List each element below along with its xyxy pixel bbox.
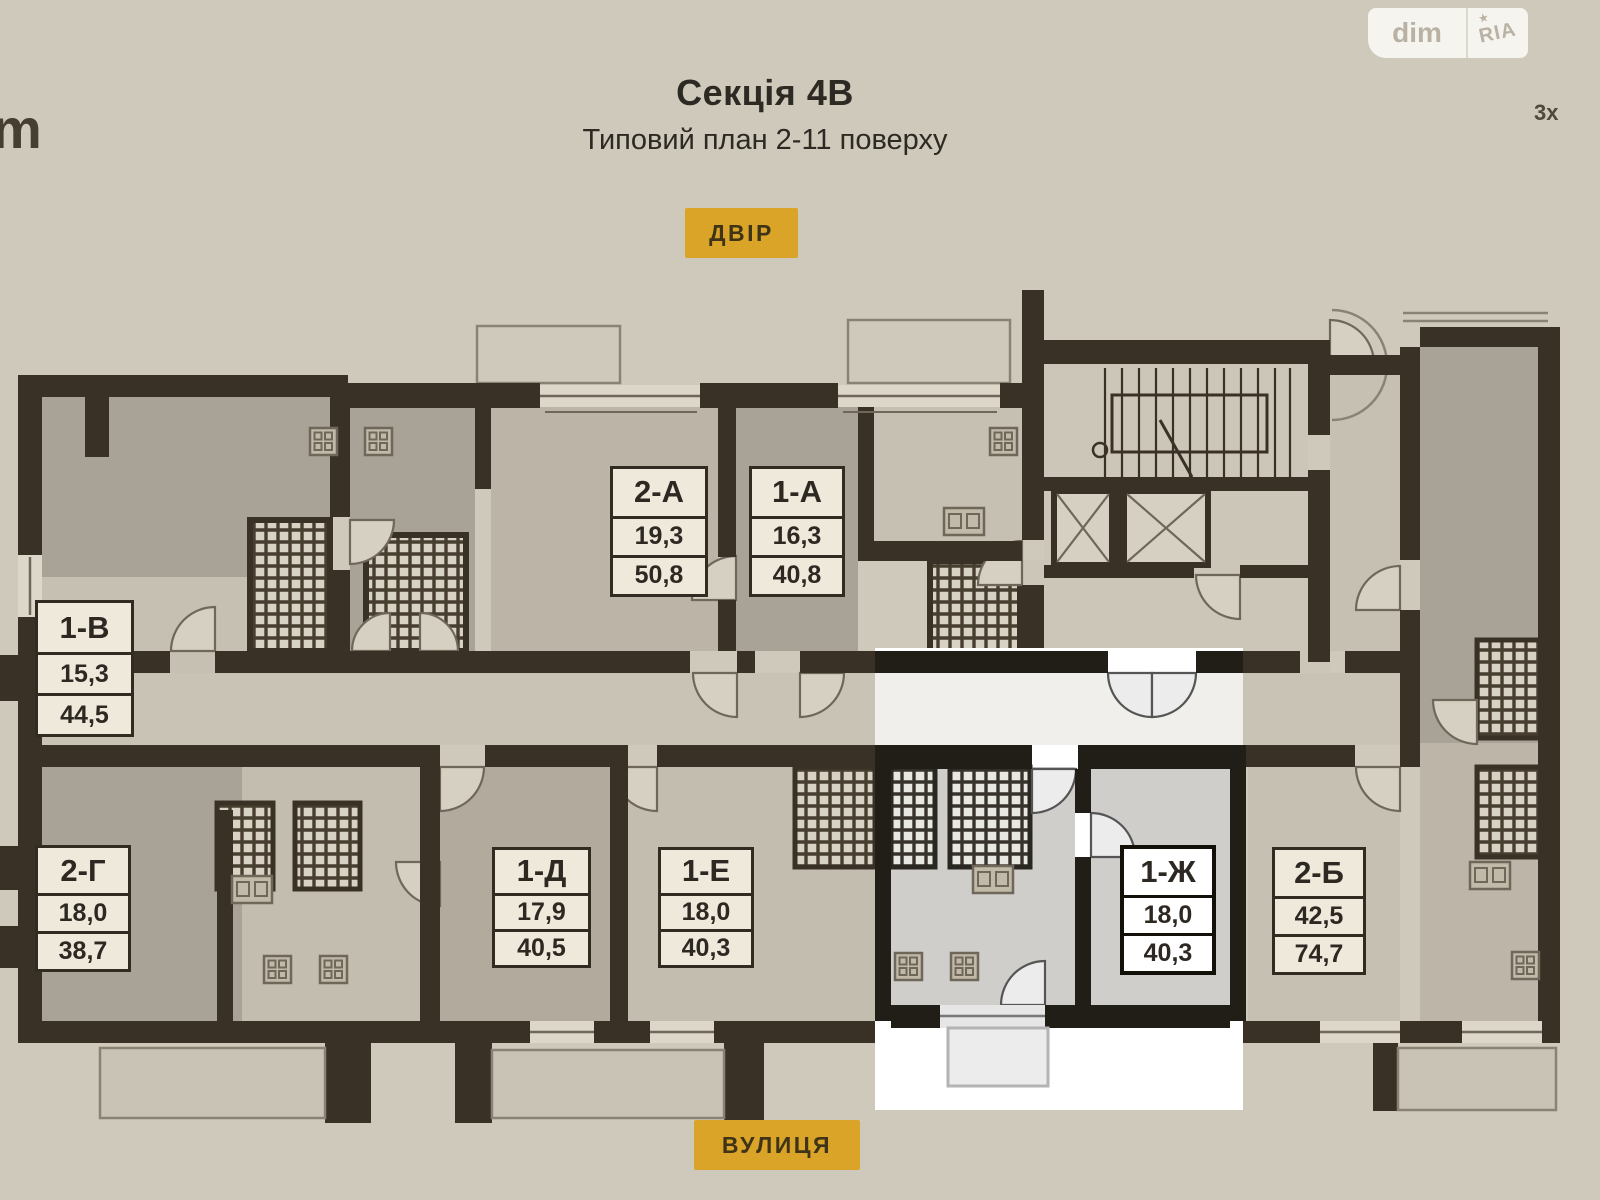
apartment-total-area: 40,5 [517,933,566,962]
apartment-total-area: 44,5 [60,700,109,729]
street-badge: ВУЛИЦЯ [694,1120,860,1170]
apartment-total-area: 40,3 [681,933,731,962]
apartment-label-1v[interactable]: 1-В 15,3 44,5 [35,600,134,737]
windows [18,385,1542,1043]
balcony-outlines-top [475,308,1548,422]
apartment-label-1a[interactable]: 1-А 16,3 40,8 [749,466,845,597]
apartment-living-area: 18,0 [1124,898,1212,936]
apartment-code: 2-Г [38,848,128,897]
dim-ria-logo[interactable]: dim ★ RIA [1368,8,1528,58]
apartment-living-area: 42,5 [1275,899,1363,937]
watermark-left: m [0,97,42,160]
elevator-icons [1051,488,1211,568]
apartment-total-area: 50,8 [634,561,684,590]
apartment-code: 1-Е [661,850,751,896]
apartment-code: 1-А [752,469,842,519]
apartment-code: 1-Ж [1124,849,1212,898]
apartment-living-area: 15,3 [38,655,131,697]
apartment-code: 2-Б [1275,850,1363,899]
logo-ria-cell: ★ RIA [1468,8,1528,58]
courtyard-badge: ДВІР [685,208,798,258]
apartment-code: 2-А [613,469,705,519]
apartment-living-area: 16,3 [752,519,842,558]
apartment-label-2g[interactable]: 2-Г 18,0 38,7 [35,845,131,972]
apartment-code: 1-В [38,603,131,656]
apartment-total-area: 74,7 [1294,939,1344,968]
apartment-label-1d[interactable]: 1-Д 17,9 40,5 [492,847,591,968]
apartment-label-2a[interactable]: 2-А 19,3 50,8 [610,466,708,597]
watermark-3x: 3x [1534,100,1559,125]
apartment-total-area: 40,8 [772,561,822,590]
apartment-living-area: 17,9 [495,896,588,932]
balconies-bottom [98,1046,1558,1120]
page-title: Секція 4В [676,72,854,113]
apartment-total-area: 40,3 [1143,938,1193,967]
apartment-living-area: 18,0 [38,896,128,935]
apartment-label-1zh-selected[interactable]: 1-Ж 18,0 40,3 [1120,845,1216,975]
stairs-icon [1091,368,1292,478]
apartment-code: 1-Д [495,850,588,896]
apartment-label-2b[interactable]: 2-Б 42,5 74,7 [1272,847,1366,975]
logo-dim-text: dim [1368,8,1468,58]
apartment-label-1e[interactable]: 1-Е 18,0 40,3 [658,847,754,968]
apartment-living-area: 18,0 [661,896,751,932]
apartment-living-area: 19,3 [613,519,705,558]
apartment-total-area: 38,7 [58,937,108,966]
page-subtitle: Типовий план 2-11 поверху [582,124,948,156]
